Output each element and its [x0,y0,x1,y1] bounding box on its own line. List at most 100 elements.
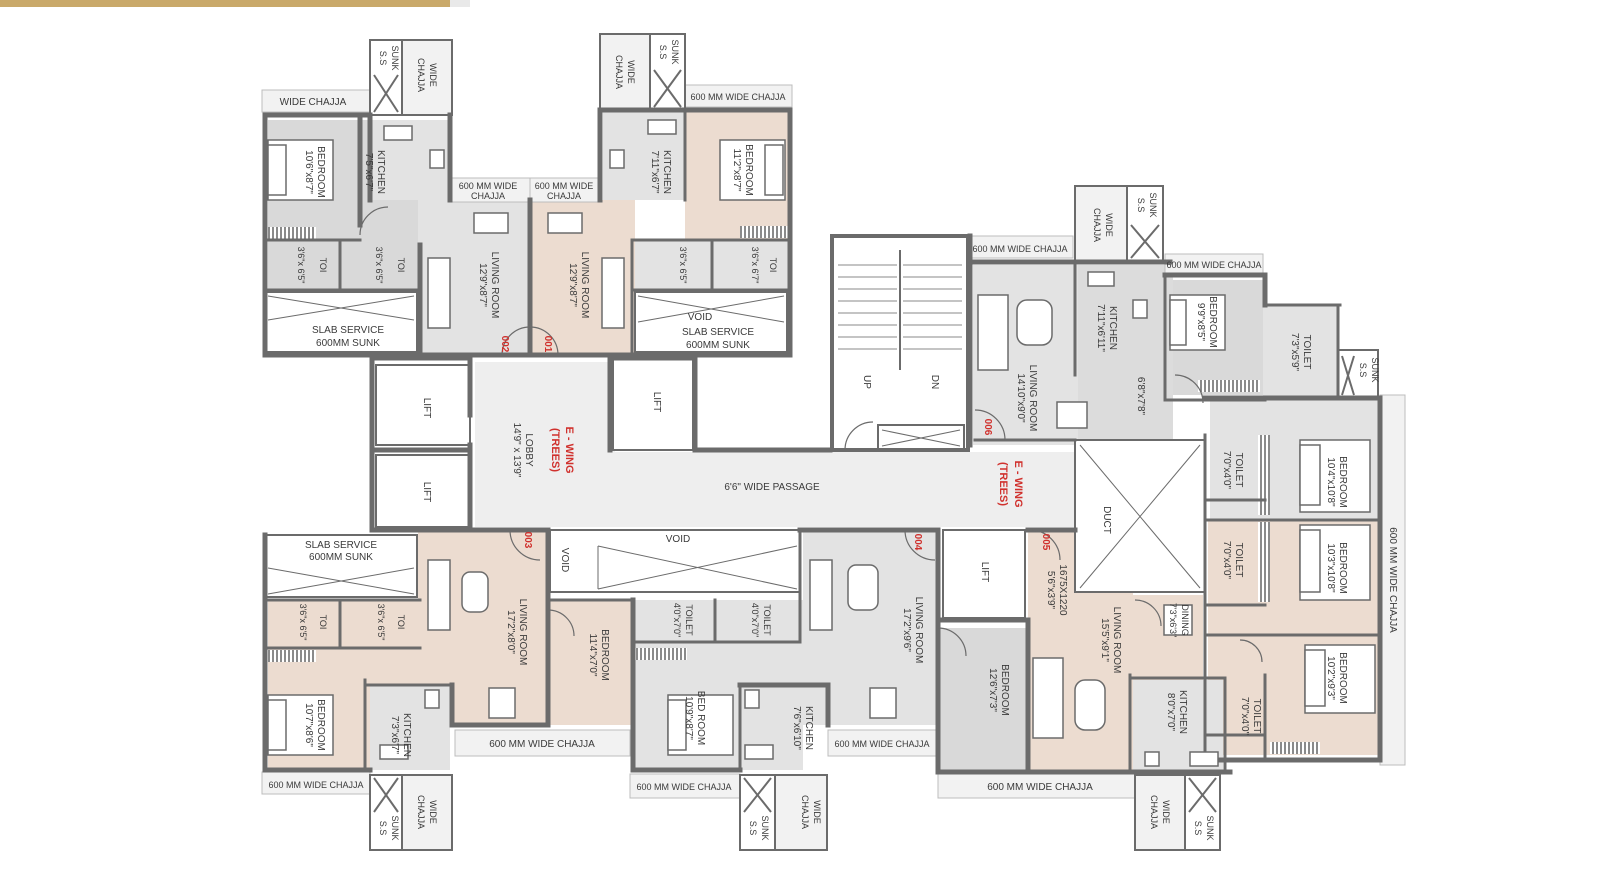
sunk-label: SUNK [1148,192,1158,217]
chajja-label: 600 MM WIDE CHAJJA [690,92,785,102]
chajja-label: 600 MM WIDE CHAJJA [972,244,1067,254]
wing-sub: (TREES) [549,428,561,472]
room-dim: 3'6"x 6'5" [296,247,306,284]
room-name: BEDROOM [599,629,610,681]
ss-label: S.S [1193,821,1203,836]
ss-label: S.S [1136,198,1146,213]
room-dim: 10'4"x10'8" [1325,457,1336,507]
lift-label: LIFT [979,562,990,583]
room-dim: 3'6"x 6'5" [298,604,308,641]
room-name: LIVING ROOM [489,252,500,319]
room-name: TOILET [762,604,772,636]
furniture [267,119,1376,767]
room-name: KITCHEN [1107,306,1118,350]
sunk-label: SUNK [390,815,400,840]
void-label: VOID [666,534,690,545]
room-name: DINING [1180,604,1190,636]
room-name: TOILET [684,604,694,636]
room-name: BEDROOM [1337,542,1348,594]
room-name: TOI [318,258,328,273]
ss-label: S.S [378,51,388,66]
room-dim: 7'11"x6'11" [1095,304,1106,352]
wide-label: WIDE [812,800,822,824]
lift-label: LIFT [421,398,432,419]
ss-label: S.S [378,821,388,836]
sunk-label: SUNK [670,39,680,64]
brand-accent-bar [0,0,450,7]
chajja-word: CHAJJA [614,55,624,89]
stair-treads [838,264,962,350]
room-dim: 7'11"x6'7" [649,151,660,194]
flat-number-006: 006 [982,419,993,436]
wing-sub: (TREES) [997,462,1009,506]
room-dim: 7'3"x5'9" [1289,333,1300,372]
room-name: TOILET [1233,453,1244,488]
room-dim: 1675X1220 [1057,564,1068,616]
chajja-strips [261,84,1406,799]
slab-service-sub: 600MM SUNK [309,552,373,563]
room-name: BEDROOM [1207,296,1218,348]
wide-label: WIDE [428,63,438,87]
room-name: LIVING ROOM [1111,607,1122,674]
duct-label: DUCT [1101,506,1112,534]
sunk-boxes [369,33,1379,851]
slab-service-label: SLAB SERVICE [682,327,754,338]
room-name: TOI [318,615,328,630]
chajja-word: CHAJJA [416,795,426,829]
room-name: LIVING ROOM [913,597,924,664]
room-name: BEDROOM [1337,652,1348,704]
slab-service-sub: 600MM SUNK [686,340,750,351]
room-name: TOILET [1301,335,1312,370]
slab-service-sub: 600MM SUNK [316,338,380,349]
stair-up: UP [861,375,872,389]
room-name: TOI [396,258,406,273]
room-name: LIVING ROOM [1027,365,1038,432]
sunk-label: SUNK [760,815,770,840]
flat-number-002: 002 [499,336,510,353]
ss-label: S.S [1358,363,1368,378]
room-dim: 7'6"x6'10" [791,706,802,750]
room-dim: 3'6"x 6'5" [678,247,688,284]
chajja-word: CHAJJA [416,58,426,92]
room-dim: 3'6"x 6'5" [374,247,384,284]
room-dim: 7'3"x6'3" [1168,603,1178,637]
lift-label: LIFT [421,482,432,503]
room-name: BEDROOM [1337,456,1348,508]
wing-label: E - WING [1012,460,1024,507]
room-name: TOILET [1251,699,1262,734]
wing-label: E - WING [563,426,575,473]
room-dim: 17'2"x8'0" [505,610,516,654]
room-name: KITCHEN [1177,690,1188,734]
room-dim: 17'2"x9'6" [901,608,912,652]
room-dim: 9'9"x8'5" [1195,303,1206,342]
lobby-dim: 14'9" x 13'9" [511,423,522,478]
service-boxes [264,291,1206,619]
lift-label: LIFT [651,392,662,413]
room-name: BEDROOM [999,664,1010,716]
door-swings [359,206,1263,663]
room-dim: 4'0"x7'0" [672,603,682,637]
room-dim: 7'0"x4'0" [1221,451,1232,490]
room-dim: 10'3"x10'8" [1325,543,1336,593]
chajja-label: 600 MM WIDE [535,181,594,191]
room-dim: 4'0"x7'0" [750,603,760,637]
slab-service-label: SLAB SERVICE [305,540,377,551]
room-dim: 8'0"x7'0" [1165,693,1176,732]
room-name: BEDROOM [315,146,326,198]
room-dim: 10'6"x8'7" [303,150,314,194]
room-dim: 14'10"x9'0" [1015,373,1026,423]
room-dim: 12'9"x8'7" [567,263,578,307]
room-dim: 15'5"x9'1" [1099,618,1110,662]
chajja-word: CHAJJA [800,795,810,829]
room-dim: 10'7"x8'6" [303,703,314,747]
room-dim: 11'2"x8'7" [731,149,742,192]
room-dim: 7'3"x6'7" [389,716,400,755]
room-dim: 3'6"x 6'5" [376,604,386,641]
chajja-word: CHAJJA [1092,208,1102,242]
chajja-label: 600 MM WIDE CHAJJA [1387,527,1398,633]
chajja-label: 600 MM WIDE [459,181,518,191]
chajja-label: 600 MM WIDE CHAJJA [489,739,595,750]
room-dim: 7'5"x6'7" [363,153,374,192]
room-dim: 3'6"x 6'7" [750,247,760,284]
